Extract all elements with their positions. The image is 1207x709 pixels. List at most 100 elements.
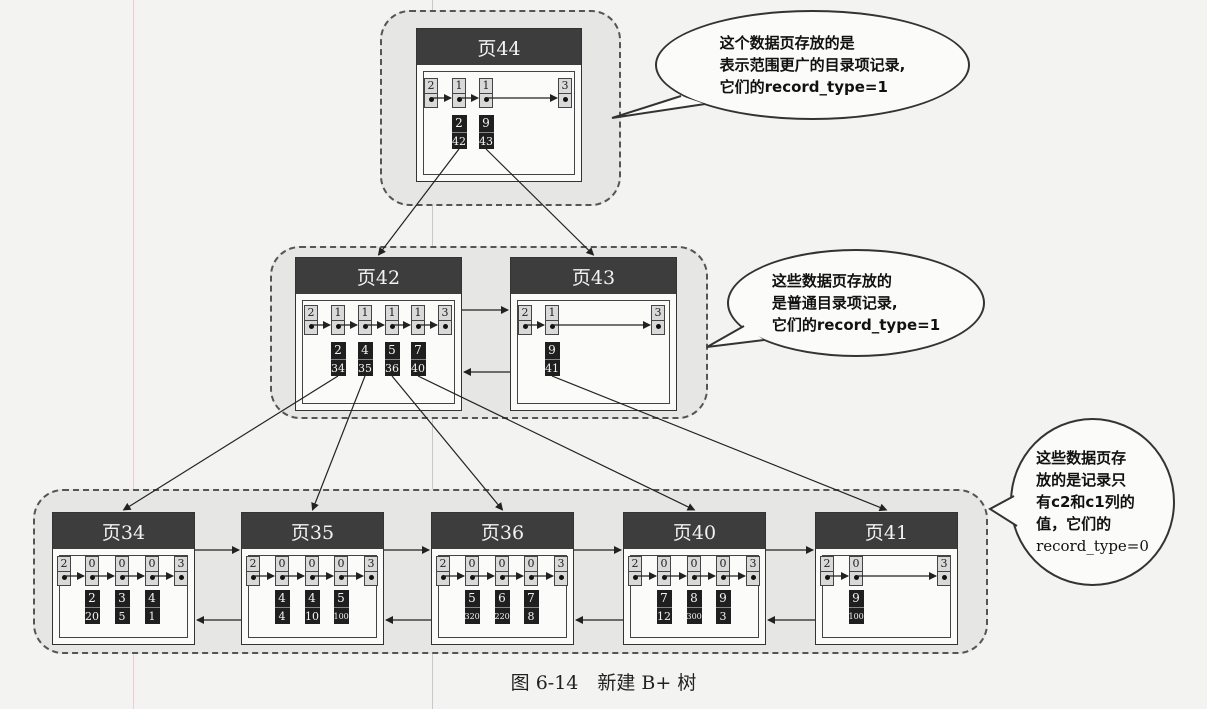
annotation-line: 放的是记录只 <box>1036 471 1127 489</box>
record-type-label: 3 <box>555 557 567 572</box>
next-record-pointer-dot <box>120 575 125 580</box>
record-second-value: 43 <box>478 132 494 150</box>
record-header-cell: 3 <box>554 556 568 586</box>
record-header-cell: 0 <box>465 556 479 586</box>
next-record-pointer-dot <box>179 575 184 580</box>
next-record-pointer-dot <box>721 575 726 580</box>
record-second-value: 20 <box>84 607 100 625</box>
next-record-pointer-dot <box>336 324 341 329</box>
record-type-label: 0 <box>306 557 318 572</box>
record-second-value: 320 <box>464 607 480 625</box>
record-type-label: 1 <box>359 306 371 321</box>
annotation-bubble: 这些数据页存放的是普通目录项记录, 它们的record_type=1 <box>727 249 985 357</box>
record-second-value: 3 <box>715 607 731 625</box>
record-header-cell: 2 <box>628 556 642 586</box>
record-key-value: 6 <box>498 591 506 605</box>
annotation-line: 有c2和c1列的 <box>1036 493 1135 511</box>
page-title: 页34 <box>53 513 194 549</box>
record-type-label: 3 <box>938 557 950 572</box>
record-header-cell: 2 <box>820 556 834 586</box>
page-42: 页42 <box>295 257 462 411</box>
record-key-value: 4 <box>308 591 316 605</box>
record-type-label: 2 <box>247 557 259 572</box>
next-record-pointer-dot <box>559 575 564 580</box>
next-record-pointer-dot <box>500 575 505 580</box>
annotation-line: 它们的record_type=1 <box>771 316 941 334</box>
next-record-pointer-dot <box>523 324 528 329</box>
record-header-cell: 0 <box>524 556 538 586</box>
record-key-value: 7 <box>414 343 422 357</box>
next-record-pointer-dot <box>563 97 568 102</box>
record-type-label: 0 <box>717 557 729 572</box>
record-second-value: 35 <box>357 359 373 377</box>
next-record-pointer-dot <box>310 575 315 580</box>
record-header-cell: 1 <box>358 305 372 335</box>
record-type-label: 0 <box>850 557 862 572</box>
record-header-cell: 0 <box>334 556 348 586</box>
record-second-value: 1 <box>144 607 160 625</box>
record-type-label: 0 <box>335 557 347 572</box>
record-header-cell: 2 <box>518 305 532 335</box>
record-type-label: 0 <box>276 557 288 572</box>
record-header-cell: 1 <box>545 305 559 335</box>
record-type-label: 2 <box>425 79 437 94</box>
record-type-label: 2 <box>305 306 317 321</box>
page-user-records-area <box>302 300 455 404</box>
record-key-value: 4 <box>148 591 156 605</box>
page-user-records-area <box>423 71 575 175</box>
next-record-pointer-dot <box>441 575 446 580</box>
record-header-cell: 0 <box>115 556 129 586</box>
record-type-label: 2 <box>437 557 449 572</box>
record-type-label: 1 <box>332 306 344 321</box>
record-header-cell: 1 <box>452 78 466 108</box>
record-key-value: 2 <box>88 591 96 605</box>
record-type-label: 0 <box>688 557 700 572</box>
next-record-pointer-dot <box>369 575 374 580</box>
next-record-pointer-dot <box>443 324 448 329</box>
page-title: 页43 <box>511 258 676 294</box>
record-second-value: 40 <box>410 359 426 377</box>
next-record-pointer-dot <box>692 575 697 580</box>
record-type-label: 2 <box>629 557 641 572</box>
annotation-text: 这些数据页存放的是普通目录项记录, 它们的record_type=1 <box>772 270 940 336</box>
record-header-cell: 0 <box>849 556 863 586</box>
annotation-line: 这些数据页存放的 <box>771 272 892 290</box>
page-user-records-area <box>630 555 759 638</box>
record-key-value: 4 <box>361 343 369 357</box>
next-record-pointer-dot <box>251 575 256 580</box>
record-header-cell: 1 <box>479 78 493 108</box>
record-key-value: 3 <box>118 591 126 605</box>
annotation-line: 值，它们的 <box>1036 515 1112 533</box>
page-user-records-area <box>517 300 670 404</box>
record-key-value: 2 <box>455 116 463 130</box>
record-header-cell: 3 <box>746 556 760 586</box>
record-header-cell: 3 <box>937 556 951 586</box>
page-title: 页35 <box>242 513 383 549</box>
record-type-label: 0 <box>525 557 537 572</box>
record-key-value: 9 <box>548 343 556 357</box>
record-second-value: 4 <box>274 607 290 625</box>
page-user-records-area <box>822 555 951 638</box>
next-record-pointer-dot <box>457 97 462 102</box>
scan-guide-line-pink <box>133 0 134 709</box>
annotation-line: 是普通目录项记录, <box>771 294 898 312</box>
annotation-bubble: 这个数据页存放的是表示范围更广的目录项记录,它们的record_type=1 <box>655 10 970 120</box>
record-header-cell: 2 <box>424 78 438 108</box>
page-title: 页36 <box>432 513 573 549</box>
next-record-pointer-dot <box>662 575 667 580</box>
record-type-label: 1 <box>546 306 558 321</box>
